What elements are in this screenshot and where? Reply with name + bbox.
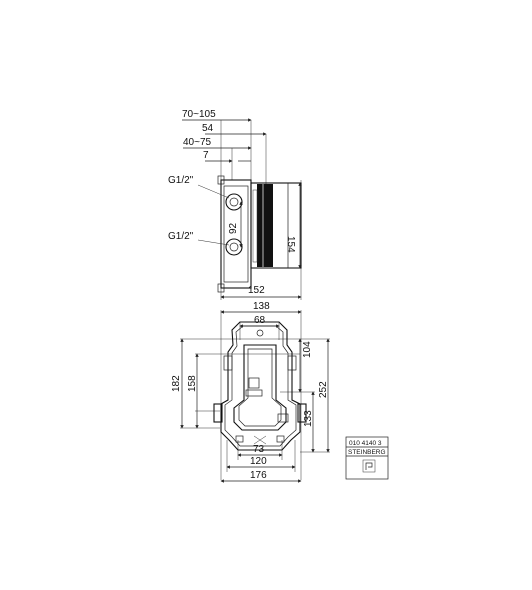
dim-inner-top: 68: [254, 315, 266, 326]
article-number: 010 4140 3: [349, 440, 382, 447]
brand-name: STEINBERG: [348, 449, 386, 456]
dim-left-2: 158: [187, 375, 198, 392]
port-label-1: G1/2": [168, 175, 194, 186]
dim-left-1: 182: [171, 375, 182, 392]
dim-right-1: 104: [302, 341, 313, 358]
dim-top-2: 54: [202, 123, 214, 134]
dim-bottom-1: 73: [253, 444, 265, 455]
title-block: [345, 436, 389, 480]
dim-width-top: 138: [253, 301, 270, 312]
front-view: [180, 310, 330, 483]
dim-right-3: 133: [303, 410, 314, 427]
dim-bottom-3: 176: [250, 470, 267, 481]
dim-right-2: 252: [318, 381, 329, 398]
dim-top-4: 7: [203, 150, 209, 161]
dim-bottom-2: 120: [250, 456, 267, 467]
port-label-2: G1/2": [168, 231, 194, 242]
dim-top-1: 70~105: [182, 109, 216, 120]
dim-height: 154: [285, 236, 296, 253]
dim-top-3: 40~75: [183, 137, 212, 148]
side-view: [182, 118, 302, 300]
dim-width: 152: [248, 285, 265, 296]
dim-spacing: 92: [228, 222, 239, 234]
